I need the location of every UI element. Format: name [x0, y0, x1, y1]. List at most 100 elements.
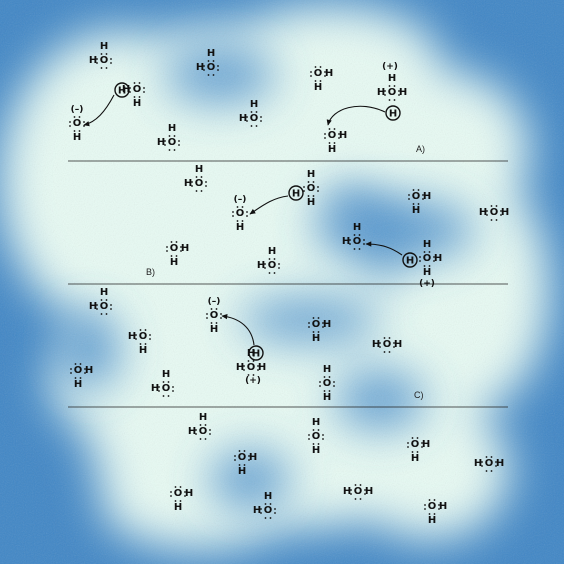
- hydrogen-atom: H: [394, 339, 402, 350]
- hydrogen-atom: H: [73, 132, 81, 143]
- hydrogen-atom: H: [238, 466, 246, 477]
- water-molecule: OHH: [157, 123, 180, 151]
- oxygen-atom: O: [312, 319, 321, 330]
- oxygen-atom: O: [490, 207, 499, 218]
- oxygen-atom: O: [383, 339, 392, 350]
- hydrogen-atom: H: [236, 362, 244, 373]
- oxygen-atom: O: [100, 55, 109, 66]
- water-molecule: OH(–): [232, 195, 248, 233]
- oxygen-atom: O: [411, 439, 420, 450]
- hydrogen-atom: H: [236, 222, 244, 233]
- oxygen-atom: O: [100, 301, 109, 312]
- hydrogen-atom: H: [210, 324, 218, 335]
- water-molecule: OHH: [253, 491, 276, 519]
- oxygen-atom: O: [388, 87, 397, 98]
- oxygen-atom: O: [170, 243, 179, 254]
- proton-transfer: H: [221, 313, 264, 361]
- positive-charge: (+): [419, 279, 435, 289]
- proton-circle: [385, 105, 401, 121]
- hydrogen-atom: H: [496, 458, 504, 469]
- hydrogen-atom: H: [423, 267, 431, 278]
- hydrogen-atom: H: [422, 439, 430, 450]
- hydrogen-atom: H: [423, 239, 431, 250]
- hydrogen-atom: H: [258, 362, 266, 373]
- oxygen-atom: O: [485, 458, 494, 469]
- water-molecule: OHH: [308, 417, 324, 456]
- proton-symbol: H: [292, 189, 300, 200]
- proton-symbol: H: [389, 109, 397, 120]
- hydrogen-atom: H: [168, 123, 176, 134]
- panel-dividers: [68, 160, 508, 408]
- hydrogen-atom: H: [133, 98, 141, 109]
- hydrogen-atom: H: [501, 207, 509, 218]
- hydrogen-atom: H: [314, 82, 322, 93]
- panel-labels: A) B) C): [146, 144, 425, 400]
- hydrogen-atom: H: [325, 68, 333, 79]
- oxygen-atom: O: [139, 331, 148, 342]
- oxygen-atom: O: [250, 113, 259, 124]
- hydrogen-atom: H: [312, 333, 320, 344]
- oxygen-atom: O: [210, 310, 219, 321]
- hydrogen-atom: H: [128, 331, 136, 342]
- water-molecule: OHH: [196, 48, 219, 76]
- hydrogen-atom: H: [89, 301, 97, 312]
- transfer-arrow: [326, 105, 386, 126]
- oxygen-atom: O: [207, 62, 216, 73]
- hydrogen-atom: H: [479, 207, 487, 218]
- oxygen-atom: O: [162, 383, 171, 394]
- hydrogen-atom: H: [85, 365, 93, 376]
- transfer-arrow: [83, 94, 115, 127]
- water-molecule: OHH: [89, 41, 112, 69]
- proton-circle: [114, 82, 130, 98]
- water-molecule: OHH: [188, 412, 211, 440]
- hydrogen-atom: H: [323, 319, 331, 330]
- proton-symbol: H: [252, 349, 260, 360]
- panel-label-a: A): [416, 144, 425, 154]
- transfer-arrow: [249, 195, 289, 215]
- hydrogen-atom: H: [247, 348, 255, 359]
- hydrogen-atom: H: [195, 164, 203, 175]
- water-molecule: OH H: [479, 205, 509, 221]
- hydrogen-atom: H: [428, 515, 436, 526]
- hydrogen-atom: H: [100, 287, 108, 298]
- oxygen-atom: O: [74, 365, 83, 376]
- oxygen-atom: O: [195, 178, 204, 189]
- oxygen-atom: O: [353, 236, 362, 247]
- oxygen-atom: O: [354, 486, 363, 497]
- hydrogen-atom: H: [188, 426, 196, 437]
- hydrogen-atom: H: [199, 412, 207, 423]
- transfer-arrow: [221, 313, 255, 346]
- water-molecule: OHH: [128, 329, 151, 356]
- oxygen-atom: O: [314, 68, 323, 79]
- proton-transfer: H: [249, 185, 304, 215]
- panel-label-c: C): [414, 390, 424, 400]
- oxygen-atom: O: [236, 208, 245, 219]
- hydrogen-atom: H: [185, 488, 193, 499]
- positive-charge: (+): [382, 62, 398, 72]
- hydrogen-atom: H: [157, 137, 165, 148]
- oxygen-atom: O: [247, 362, 256, 373]
- hydrogen-atom: H: [323, 364, 331, 375]
- hydrogen-atom: H: [139, 345, 147, 356]
- hydrogen-atom: H: [196, 62, 204, 73]
- transfer-arrow: [365, 241, 403, 256]
- hydrogen-atom: H: [122, 84, 130, 95]
- proton-transfer: H: [326, 105, 401, 126]
- hydrogen-atom: H: [411, 453, 419, 464]
- hydrogen-atom: H: [365, 486, 373, 497]
- oxygen-atom: O: [428, 501, 437, 512]
- proton-circle: [402, 252, 418, 268]
- hydrogen-atom: H: [264, 491, 272, 502]
